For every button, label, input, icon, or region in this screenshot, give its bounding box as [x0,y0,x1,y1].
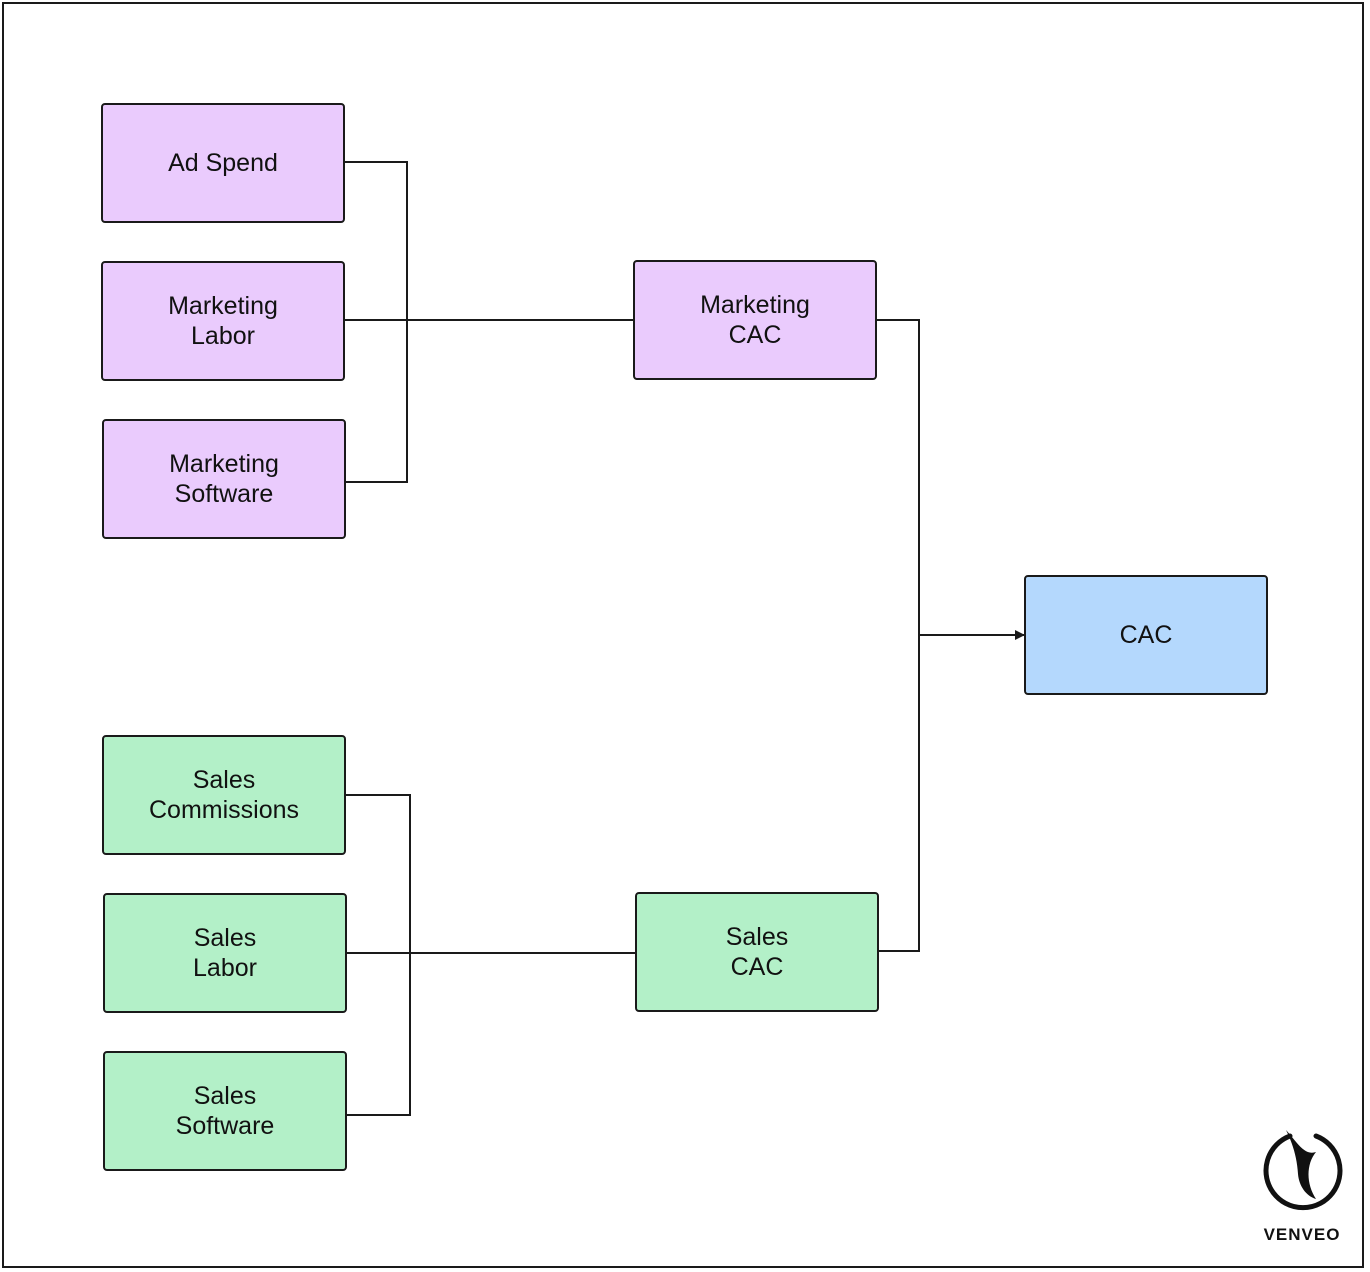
node-sales-software-label: Sales Software [175,1082,275,1140]
node-sales-cac-label: Sales CAC [725,923,789,981]
node-cac: CAC [1024,575,1268,695]
node-marketing-cac-label: Marketing CAC [700,291,810,349]
node-sales-labor: Sales Labor [103,893,347,1013]
connector-marketing-cac-to-cac [876,319,920,952]
node-cac-label: CAC [1119,621,1173,649]
venveo-logo-icon [1263,1130,1343,1211]
node-marketing-software: Marketing Software [102,419,346,539]
connector-sales-commissions [346,794,411,1116]
node-marketing-labor: Marketing Labor [101,261,345,381]
node-marketing-cac: Marketing CAC [633,260,877,380]
node-ad-spend-label: Ad Spend [168,149,278,177]
venveo-logo-text: VENVEO [1263,1225,1341,1244]
node-ad-spend: Ad Spend [101,103,345,223]
node-sales-software: Sales Software [103,1051,347,1171]
node-sales-cac: Sales CAC [635,892,879,1012]
connector-ad-spend [344,161,408,483]
node-marketing-software-label: Marketing Software [169,450,279,508]
node-sales-labor-label: Sales Labor [193,924,257,982]
node-sales-commissions: Sales Commissions [102,735,346,855]
venveo-logo: VENVEO [1252,1128,1352,1248]
node-sales-commissions-label: Sales Commissions [148,766,300,824]
node-marketing-labor-label: Marketing Labor [168,292,278,350]
